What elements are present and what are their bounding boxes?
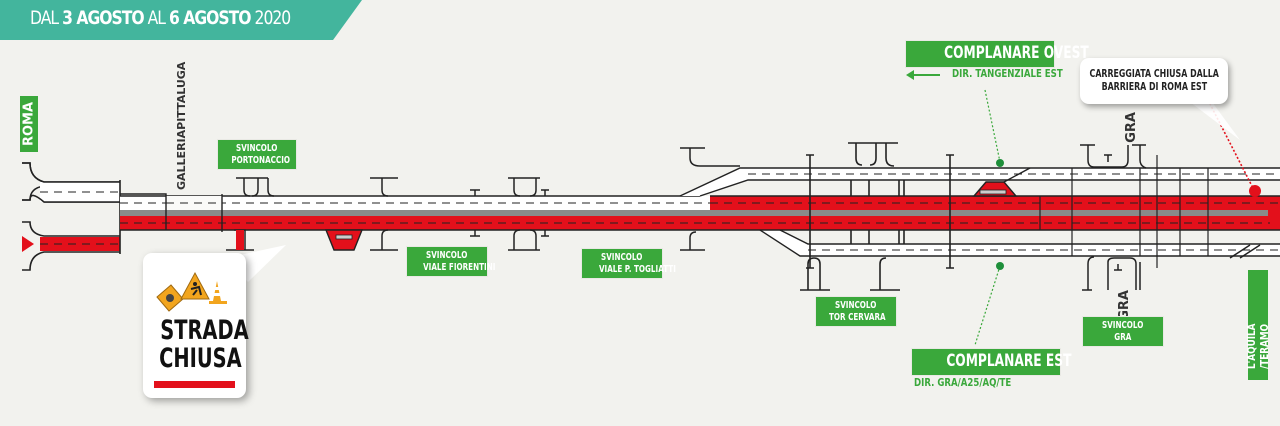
tunnel-label-line1: GALLERIA bbox=[175, 129, 188, 190]
junction-line2: GRA bbox=[1114, 331, 1132, 343]
fiorentini-ramps bbox=[370, 177, 480, 251]
closure-callout-line1: CARREGGIATA CHIUSA DALLA bbox=[1089, 67, 1219, 80]
section-dividers bbox=[1039, 155, 1209, 268]
roadwork-icon bbox=[156, 271, 227, 312]
closed-ramp bbox=[324, 229, 364, 251]
complanare-est-sign: COMPLANARE EST bbox=[912, 349, 1071, 375]
junction-line1: SVINCOLO bbox=[236, 143, 278, 154]
road-closed-badge: STRADA CHIUSA bbox=[143, 253, 249, 398]
complanare-ovest-sign: COMPLANARE OVEST bbox=[906, 41, 1089, 67]
junction-line1: SVINCOLO bbox=[1102, 320, 1144, 331]
road-closed-line1: STRADA bbox=[160, 315, 249, 346]
est-leader bbox=[974, 265, 1001, 346]
road-closed-line2: CHIUSA bbox=[159, 343, 242, 374]
tunnel-label: GALLERIAPITTALUGA bbox=[175, 62, 188, 190]
gra-label-top: GRA bbox=[1124, 112, 1139, 143]
date-year: 2020 bbox=[250, 7, 292, 29]
roma-sign-label: ROMA bbox=[21, 101, 37, 147]
tunnel-label-line2: PITTALUGA bbox=[175, 61, 188, 130]
gra-ramps bbox=[1080, 144, 1261, 291]
complanare-est-direction: DIR. GRA/A25/AQ/TE bbox=[914, 376, 1012, 389]
road-closed-title: STRADA CHIUSA bbox=[143, 315, 249, 374]
date-middle: AL bbox=[143, 7, 169, 29]
closure-callout-line2: BARRIERA DI ROMA EST bbox=[1101, 81, 1207, 93]
end-date: 6 AGOSTO bbox=[168, 7, 252, 29]
complanare-ovest-road bbox=[679, 147, 1280, 197]
est-marker bbox=[996, 262, 1004, 270]
junction-line2: TOR CERVARA bbox=[829, 311, 886, 323]
date-prefix: DAL bbox=[30, 7, 63, 29]
start-date: 3 AGOSTO bbox=[62, 7, 145, 29]
date-banner bbox=[0, 0, 362, 40]
median bbox=[120, 210, 1280, 216]
date-range-title: DAL 3 AGOSTO AL 6 AGOSTO 2020 bbox=[30, 7, 292, 29]
junction-line2: PORTONACCIO bbox=[231, 154, 291, 166]
roma-sign: ROMA bbox=[20, 96, 38, 152]
junction-line2: VIALE FIORENTINI bbox=[423, 261, 496, 273]
laquila-teramo-label: L'AQUILA /TERAMO bbox=[1245, 323, 1271, 369]
complanare-est-title: COMPLANARE EST bbox=[946, 351, 1072, 371]
tor-cervara-overpasses bbox=[800, 142, 954, 291]
junction-line1: SVINCOLO bbox=[601, 252, 643, 263]
junction-line1: SVINCOLO bbox=[835, 300, 877, 311]
roma-upper-road bbox=[40, 182, 120, 202]
complanare-ovest-direction: DIR. TANGENZIALE EST bbox=[952, 67, 1063, 80]
arrow-left-icon bbox=[906, 70, 940, 80]
togliatti-ramps bbox=[508, 177, 549, 251]
junction-line2: VIALE P. TOGLIATTI bbox=[598, 263, 676, 275]
closure-marker bbox=[1249, 185, 1261, 197]
road-closed-underline bbox=[154, 381, 235, 388]
roma-lower-road-closed bbox=[40, 237, 120, 251]
complanare-ovest-title: COMPLANARE OVEST bbox=[944, 43, 1089, 63]
ovest-marker bbox=[996, 159, 1004, 167]
laquila-teramo-sign: L'AQUILA /TERAMO bbox=[1245, 270, 1271, 380]
ovest-leader bbox=[984, 89, 1001, 163]
junction-line1: SVINCOLO bbox=[426, 250, 468, 261]
complanare-est-road bbox=[680, 229, 1280, 257]
